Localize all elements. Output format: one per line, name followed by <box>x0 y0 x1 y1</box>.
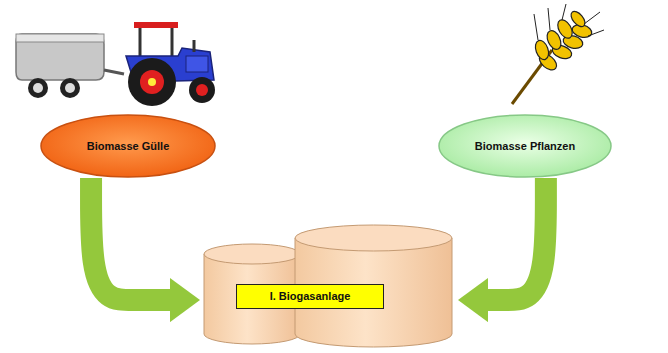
text-wrap: Biomasse Gülle <box>40 114 216 178</box>
flow-arrow <box>488 178 546 300</box>
node-label: Biomasse Pflanzen <box>475 140 575 153</box>
flow-arrow <box>91 178 170 300</box>
tank-top <box>295 225 452 251</box>
wheat-ear <box>512 4 604 104</box>
tractor-trailer <box>16 22 215 106</box>
text-wrap: I. Biogasanlage <box>200 222 458 348</box>
biomass-ellipse: Biomasse Pflanzen <box>438 114 612 178</box>
biogas-plant: I. Biogasanlage <box>200 222 458 348</box>
ellipse-shape <box>41 115 215 177</box>
node-label: Biomasse Gülle <box>87 140 170 153</box>
tank-group <box>204 225 452 347</box>
tank-top <box>204 244 300 264</box>
biomass-ellipse: Biomasse Gülle <box>40 114 216 178</box>
ellipse-shape <box>439 115 611 177</box>
text-wrap: Biomasse Pflanzen <box>438 114 612 178</box>
plant-label: I. Biogasanlage <box>236 284 384 309</box>
